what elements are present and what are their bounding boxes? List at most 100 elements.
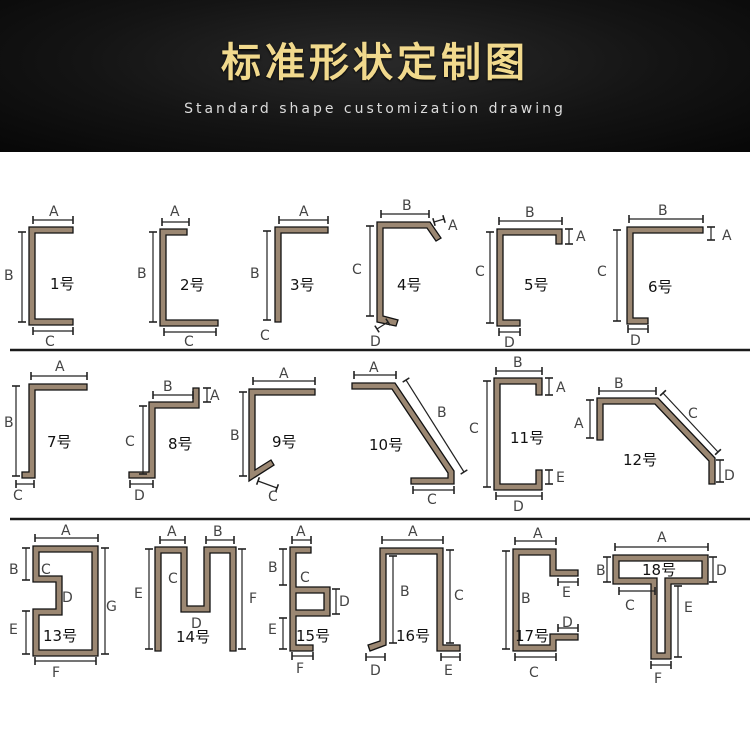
dim-label: D <box>370 663 381 679</box>
profile-outline <box>295 592 325 611</box>
dim-label: A <box>61 523 71 539</box>
shape-18: A B C D E F 18号 <box>596 530 727 687</box>
dim-label: B <box>513 355 523 371</box>
profile-outline <box>274 226 329 323</box>
dim-label: A <box>170 204 180 220</box>
dim-label: F <box>249 591 257 607</box>
shape-17: A B C D E 17号 <box>502 526 579 681</box>
profile-outline <box>612 554 709 660</box>
shape-9: A B C 9号 <box>230 366 316 505</box>
shape-number: 16号 <box>396 627 430 645</box>
dim-label: A <box>657 530 667 546</box>
dim-label: B <box>525 205 535 221</box>
profile-outline <box>367 547 461 652</box>
dim-label: F <box>296 661 304 677</box>
dim-label: D <box>134 488 145 504</box>
dim-label: F <box>52 665 60 681</box>
dim-label: B <box>4 415 14 431</box>
dimension-line <box>374 318 391 333</box>
shape-number: 12号 <box>623 451 657 469</box>
dim-label: D <box>62 590 73 606</box>
dim-label: D <box>339 594 350 610</box>
page-subtitle: Standard shape customization drawing <box>184 101 566 117</box>
dim-label: E <box>134 586 143 602</box>
dim-label: C <box>454 588 464 604</box>
dim-label: D <box>370 334 381 350</box>
shape-14: A B C D E F 14号 <box>134 524 257 652</box>
profile-outline <box>21 383 88 479</box>
dim-label: C <box>184 334 194 350</box>
profile-outline <box>28 226 74 326</box>
dim-label: D <box>716 563 727 579</box>
dim-label: B <box>163 379 173 395</box>
dim-label: C <box>13 488 23 504</box>
dim-label: E <box>684 600 693 616</box>
shape-number: 2号 <box>180 276 205 294</box>
header-banner: 标准形状定制图 Standard shape customization dra… <box>0 0 750 152</box>
dim-label: A <box>408 524 418 540</box>
shape-1: A B C 1号 <box>4 204 75 350</box>
profile-outline <box>128 387 200 479</box>
dim-label: A <box>369 360 379 376</box>
dim-label: A <box>167 524 177 540</box>
dim-label: C <box>300 570 310 586</box>
shape-diagram: A B C 1号 A B C 2号 A B C 3号 B A C D 4号 <box>4 198 750 687</box>
dim-label: D <box>630 333 641 349</box>
profile-outline <box>626 226 704 325</box>
shape-7: A B C 7号 <box>4 359 88 504</box>
dim-label: C <box>475 264 485 280</box>
dim-label: B <box>596 563 606 579</box>
shape-number: 6号 <box>648 278 673 296</box>
dimension-line <box>659 389 722 456</box>
profile-outline <box>496 228 563 327</box>
dim-label: C <box>168 571 178 587</box>
dim-label: D <box>562 615 573 631</box>
dim-label: D <box>513 499 524 515</box>
profile-outline <box>493 377 543 491</box>
dim-label: A <box>556 380 566 396</box>
dim-label: C <box>529 665 539 681</box>
dim-label: A <box>576 229 586 245</box>
dimension-line <box>255 476 280 493</box>
shape-number: 11号 <box>510 429 544 447</box>
dim-label: E <box>556 470 565 486</box>
page-title: 标准形状定制图 <box>221 40 529 86</box>
dim-label: E <box>268 622 277 638</box>
dim-label: D <box>504 335 515 351</box>
dim-label: B <box>402 198 412 214</box>
dim-label: A <box>448 218 458 234</box>
dim-label: B <box>230 428 240 444</box>
dim-label: B <box>213 524 223 540</box>
shape-number: 7号 <box>47 433 72 451</box>
dim-label: B <box>137 266 147 282</box>
shape-12: B A C D 12号 <box>574 376 735 485</box>
profile-outline <box>32 545 99 657</box>
dim-label: E <box>444 663 453 679</box>
dim-label: B <box>268 560 278 576</box>
dimension-line <box>402 377 468 475</box>
dim-label: D <box>724 468 735 484</box>
dim-label: A <box>296 524 306 540</box>
shape-number: 10号 <box>369 436 403 454</box>
profile-outline <box>154 546 237 652</box>
dim-label: C <box>625 598 635 614</box>
shape-number: 15号 <box>296 627 330 645</box>
dim-label: C <box>41 562 51 578</box>
dim-label: A <box>533 526 543 542</box>
dim-label: B <box>4 268 14 284</box>
dim-label: F <box>654 671 662 687</box>
dim-label: D <box>191 616 202 632</box>
shape-10: A B C 10号 <box>351 360 468 508</box>
shape-number: 4号 <box>397 276 422 294</box>
profile-outline <box>159 228 219 327</box>
shape-number: 9号 <box>272 433 297 451</box>
dim-label: A <box>279 366 289 382</box>
dim-label: C <box>268 489 278 505</box>
dim-label: E <box>9 622 18 638</box>
shape-number: 1号 <box>50 275 75 293</box>
shape-number: 18号 <box>642 561 676 579</box>
dim-label: C <box>260 328 270 344</box>
shape-15: A B C D E F 15号 <box>268 524 350 677</box>
shape-8: B A C D 8号 <box>125 379 220 504</box>
dim-label: B <box>437 405 447 421</box>
